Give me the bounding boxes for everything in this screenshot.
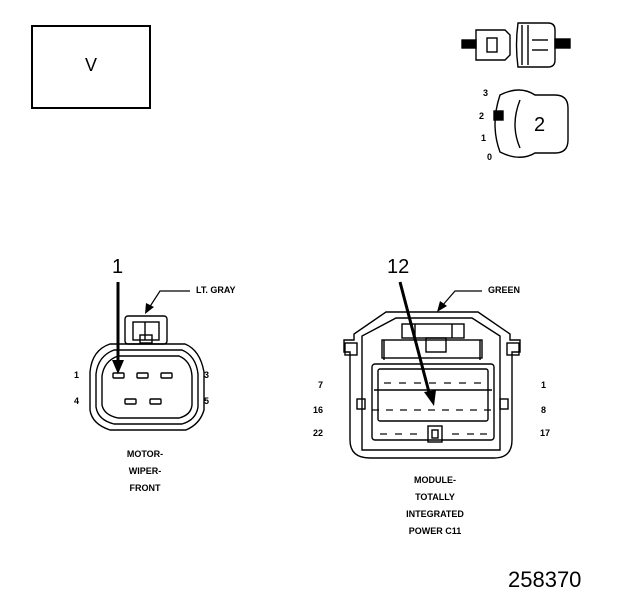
pin-label: 22 <box>313 428 324 438</box>
connector-name-left: MOTOR- WIPER- FRONT <box>126 449 164 493</box>
figure-number: 258370 <box>508 567 582 592</box>
pin-label: 1 <box>74 370 80 380</box>
connector-name-right: MODULE- TOTALLY INTEGRATED POWER C11 <box>406 475 464 536</box>
pin-label: 5 <box>204 396 210 406</box>
pin-label: 3 <box>204 370 210 380</box>
switch-position-0: 0 <box>487 152 493 162</box>
callout-number-right: 12 <box>387 256 410 278</box>
connector-color-right: GREEN <box>488 285 521 295</box>
motor-wiper-connector <box>89 282 205 431</box>
callout-number-left: 1 <box>112 256 124 278</box>
pin-label: 8 <box>541 405 547 415</box>
pin-label: 4 <box>74 396 80 406</box>
view-label: V <box>84 55 97 75</box>
key-switch-icon <box>493 89 569 158</box>
module-tip-connector <box>343 281 521 459</box>
switch-position-1: 1 <box>481 133 487 143</box>
view-box: V <box>31 25 151 109</box>
key-number: 2 <box>534 114 546 136</box>
switch-position-3: 3 <box>483 88 489 98</box>
connector-color-left: LT. GRAY <box>196 285 236 295</box>
plug-icon <box>461 22 571 68</box>
pin-label: 7 <box>318 380 324 390</box>
pin-label: 17 <box>540 428 551 438</box>
pin-label: 1 <box>541 380 547 390</box>
switch-position-2: 2 <box>479 111 485 121</box>
pin-label: 16 <box>313 405 324 415</box>
